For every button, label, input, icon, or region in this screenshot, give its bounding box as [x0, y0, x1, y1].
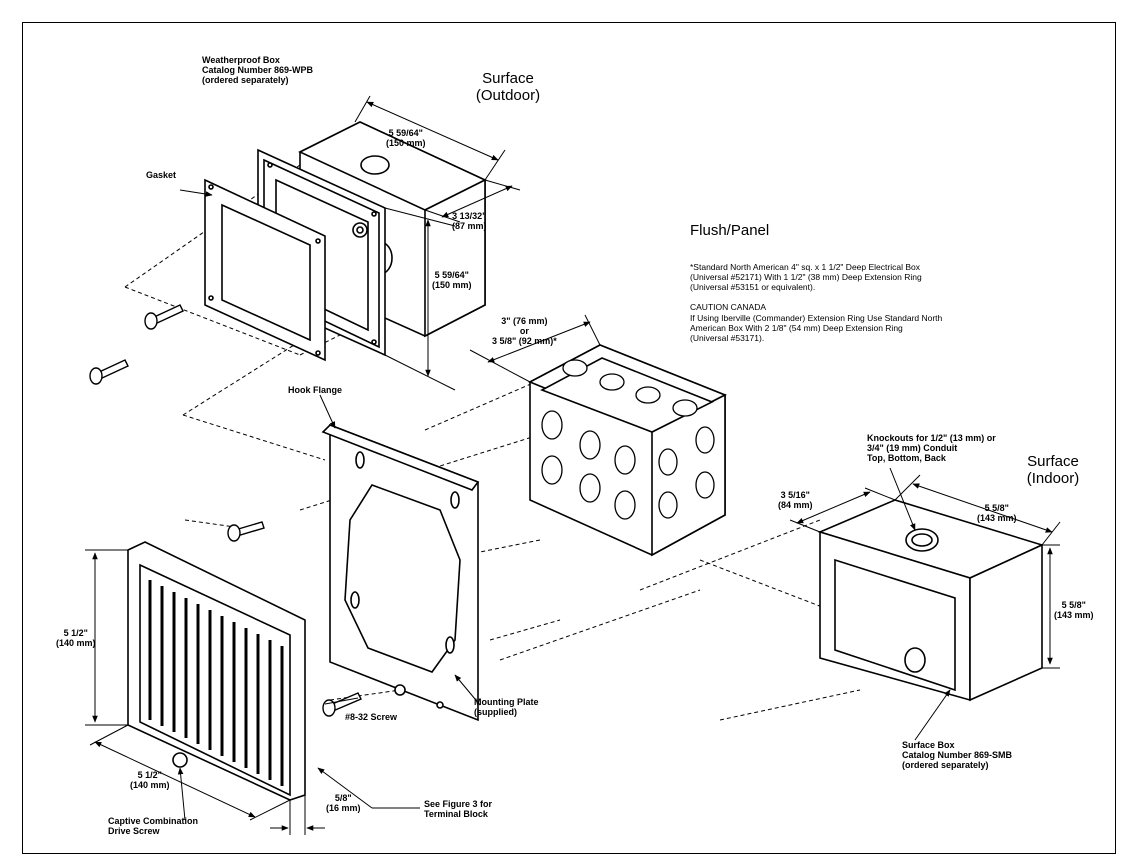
flush-electrical-box	[528, 344, 727, 557]
dim-grille-depth: 5/8" (16 mm)	[326, 793, 361, 813]
label-hook-flange: Hook Flange	[288, 385, 343, 395]
screws-gasket	[89, 304, 362, 717]
label-see-figure: See Figure 3 for Terminal Block	[424, 799, 493, 819]
dim-wpb-width: 5 59/64" (150 mm)	[386, 128, 426, 148]
surface-box	[817, 499, 1045, 702]
dim-wpb-height: 5 59/64" (150 mm)	[432, 270, 472, 290]
note-caution-title: CAUTION CANADA	[690, 302, 767, 312]
label-gasket: Gasket	[146, 170, 177, 180]
label-screw: #8-32 Screw	[345, 712, 398, 722]
label-weatherproof-box: Weatherproof Box Catalog Number 869-WPB …	[202, 55, 314, 85]
note-caution-text: If Using Iberville (Commander) Extension…	[690, 313, 943, 343]
dim-smb-depth: 3 5/16" (84 mm)	[778, 490, 813, 510]
dim-smb-height: 5 5/8" (143 mm)	[1054, 600, 1094, 620]
mounting-plate	[321, 423, 480, 722]
label-surface-box: Surface Box Catalog Number 869-SMB (orde…	[902, 740, 1013, 770]
heading-surface-outdoor: Surface (Outdoor)	[475, 70, 541, 104]
heading-surface-indoor: Surface (Indoor)	[1026, 453, 1080, 487]
dim-grille-height: 5 1/2" (140 mm)	[56, 628, 96, 648]
dim-flush-depth: 3" (76 mm) or 3 5/8" (92 mm)*	[492, 316, 557, 346]
gasket	[204, 178, 326, 362]
label-mounting-plate: Mounting Plate (supplied)	[474, 697, 539, 717]
drawing-frame	[22, 22, 1116, 854]
label-captive-screw: Captive Combination Drive Screw	[108, 816, 199, 836]
note-standard-box: *Standard North American 4" sq. x 1 1/2"…	[690, 262, 922, 292]
dimension-lines	[85, 95, 1061, 835]
heading-flush-panel: Flush/Panel	[690, 222, 770, 239]
label-knockouts: Knockouts for 1/2" (13 mm) or 3/4" (19 m…	[867, 433, 996, 463]
dim-grille-width: 5 1/2" (140 mm)	[130, 770, 170, 790]
dim-smb-width: 5 5/8" (143 mm)	[977, 503, 1017, 523]
speaker-grille	[127, 541, 306, 801]
dim-wpb-depth: 3 13/32" (87 mm)	[452, 211, 487, 231]
